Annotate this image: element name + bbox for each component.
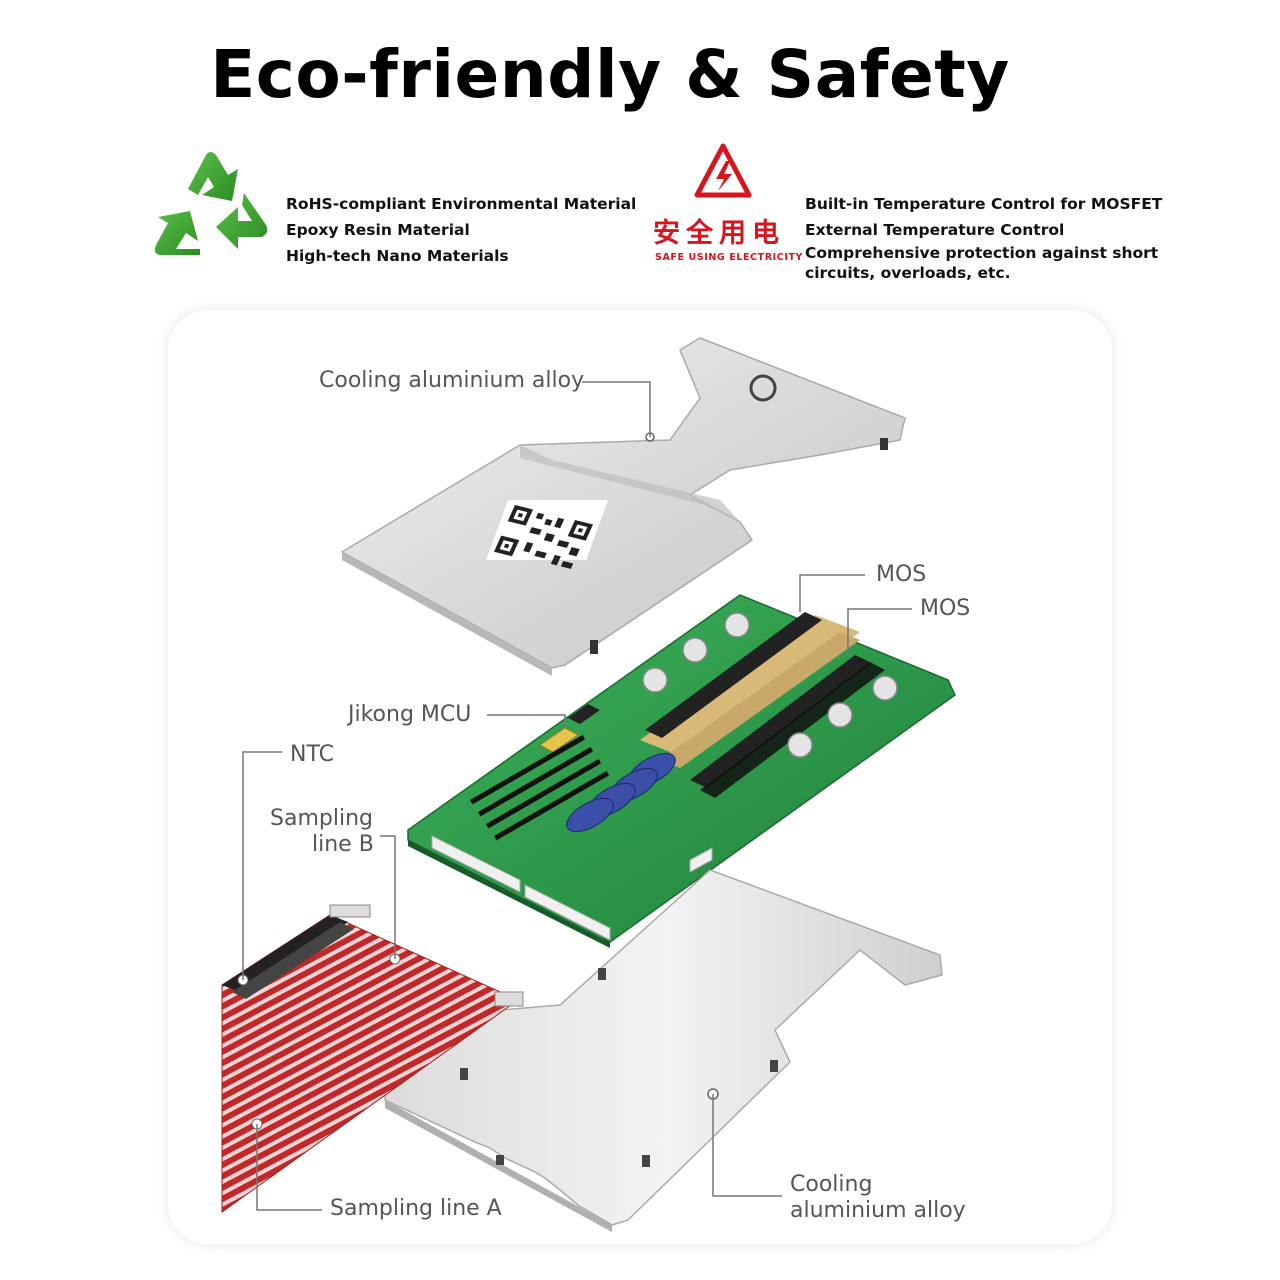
high-voltage-warning-icon [694,143,752,198]
features-left-list: RoHS-compliant Environmental Material Ep… [286,191,636,269]
label-sampling-a: Sampling line A [330,1196,502,1221]
feature-mosfet-temp: Built-in Temperature Control for MOSFET [805,195,1163,213]
features-right-list: Built-in Temperature Control for MOSFET … [805,191,1215,283]
label-jikong-mcu: Jikong MCU [348,702,472,727]
sampling-cable [221,904,524,1213]
label-mos-2: MOS [920,596,971,621]
page-title: Eco-friendly & Safety [210,36,1010,113]
recycle-icon [154,152,268,255]
feature-rohs: RoHS-compliant Environmental Material [286,195,637,213]
label-cooling-top: Cooling aluminium alloy [319,368,585,393]
label-cooling-bottom-1: Cooling [790,1172,873,1197]
label-sampling-b-2: line B [312,832,374,857]
label-mos-1: MOS [876,562,927,587]
bottom-cooling-plate [384,869,943,1232]
qr-code [486,500,609,569]
top-cooling-plate [340,337,906,676]
safety-badge-chinese: 安全用电 [653,218,785,249]
safety-badge-english: SAFE USING ELECTRICITY [655,252,804,263]
feature-external-temp: External Temperature Control [805,221,1065,239]
feature-epoxy: Epoxy Resin Material [286,221,470,239]
pcb-board [407,594,956,948]
feature-protection: Comprehensive protection against short c… [805,244,1159,282]
label-ntc: NTC [290,742,334,767]
label-cooling-bottom-2: aluminium alloy [790,1198,966,1223]
label-sampling-b-1: Sampling [270,806,373,831]
feature-nano: High-tech Nano Materials [286,247,509,265]
